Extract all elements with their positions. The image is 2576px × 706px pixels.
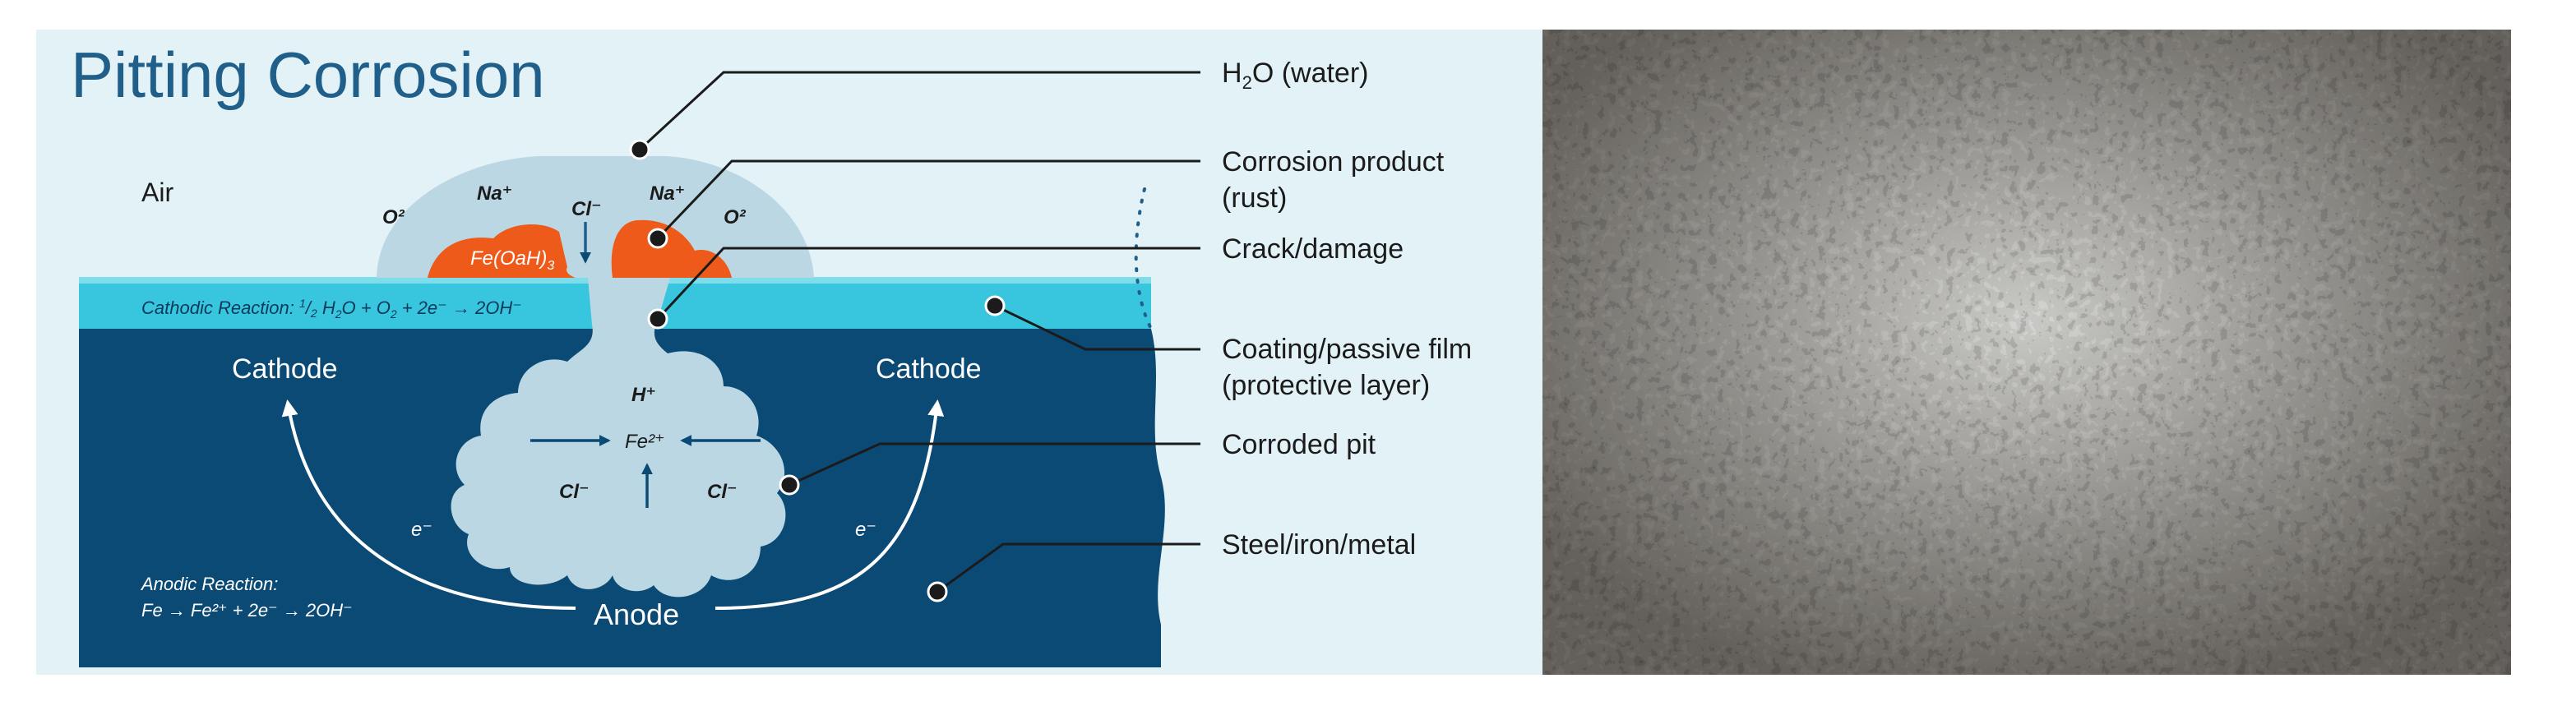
ion-cl-pit-right: Cl⁻ (707, 481, 738, 503)
callout-corrosion-product-sub: (rust) (1222, 182, 1287, 214)
callout-metal: Steel/iron/metal (1222, 529, 1416, 561)
ion-h-pit: H⁺ (631, 384, 656, 406)
anode-label: Anode (594, 598, 679, 631)
callout-dot-coating (984, 295, 1006, 316)
callout-crack: Crack/damage (1222, 233, 1404, 265)
rust-left (428, 224, 576, 278)
diagram-title: Pitting Corrosion (71, 39, 545, 111)
rust-right (611, 219, 732, 278)
ion-na-right: Na⁺ (650, 182, 685, 205)
cathode-left-label: Cathode (232, 353, 338, 385)
ion-cl-droplet: Cl⁻ (571, 198, 602, 220)
electron-arc-left (281, 399, 576, 610)
ion-na-left: Na⁺ (477, 182, 512, 205)
air-label: Air (141, 178, 173, 207)
callout-pit: Corroded pit (1222, 429, 1376, 460)
rust-formula: Fe(OaH)3 (470, 247, 554, 273)
corroded-metal-photo (1542, 30, 2511, 675)
callout-dot-pit (779, 474, 800, 496)
cathodic-reaction: Cathodic Reaction: 1/2 H2O + O2 + 2e⁻ → … (141, 297, 522, 321)
callout-coating-sub: (protective layer) (1222, 370, 1430, 401)
callout-dot-metal (927, 581, 948, 602)
callout-leaders (638, 71, 1200, 593)
electron-arc-right (715, 399, 945, 610)
callout-water: H2O (water) (1222, 58, 1369, 93)
anodic-reaction-title: Anodic Reaction: (140, 574, 278, 594)
diagram-panel: Pitting Corrosion Air O² Na⁺ Cl⁻ Na⁺ O² … (36, 30, 1542, 675)
callout-corrosion-product: Corrosion product (1222, 146, 1445, 178)
callout-dots (629, 139, 1006, 602)
callout-dot-crack (647, 308, 668, 330)
ion-o2-right: O² (724, 206, 747, 228)
ion-o2-left: O² (382, 206, 405, 228)
electron-right-label: e⁻ (855, 519, 876, 541)
anodic-reaction-equation: Fe → Fe²⁺ + 2e⁻ → 2OH⁻ (141, 600, 353, 621)
callout-coating: Coating/passive film (1222, 334, 1472, 365)
metal-edge-dots (1134, 187, 1153, 330)
ion-fe-pit: Fe²⁺ (625, 431, 665, 453)
electron-left-label: e⁻ (411, 519, 432, 541)
callout-dot-water (629, 139, 650, 160)
callout-dot-rust (647, 228, 668, 249)
ion-cl-pit-left: Cl⁻ (559, 481, 590, 503)
cathode-right-label: Cathode (876, 353, 982, 385)
corroded-pit (451, 278, 786, 598)
